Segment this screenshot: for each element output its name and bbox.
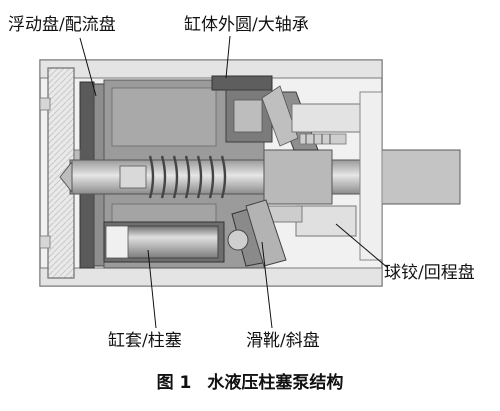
center-spring bbox=[148, 155, 227, 199]
large-bearing bbox=[211, 75, 273, 91]
label-floating-plate: 浮动盘/配流盘 bbox=[8, 15, 116, 35]
swashplate-lower bbox=[245, 199, 287, 267]
shaft-tip bbox=[59, 160, 73, 194]
leader-lines bbox=[79, 35, 389, 329]
label-ball-joint: 球铰/回程盘 bbox=[384, 263, 475, 283]
caption-number: 图 1 bbox=[156, 373, 192, 393]
figure-caption: 图 1 水液压柱塞泵结构 bbox=[0, 368, 500, 393]
right-flange bbox=[359, 91, 383, 261]
return-plate bbox=[291, 103, 363, 133]
housing-top-band bbox=[39, 59, 383, 79]
housing-bottom-band bbox=[39, 267, 383, 287]
label-cylinder-outer-ring: 缸体外圆/大轴承 bbox=[184, 15, 309, 35]
caption-title: 水液压柱塞泵结构 bbox=[207, 373, 344, 393]
label-cylinder-sleeve: 缸套/柱塞 bbox=[108, 331, 182, 351]
label-slipper-swashplate: 滑靴/斜盘 bbox=[246, 331, 320, 351]
